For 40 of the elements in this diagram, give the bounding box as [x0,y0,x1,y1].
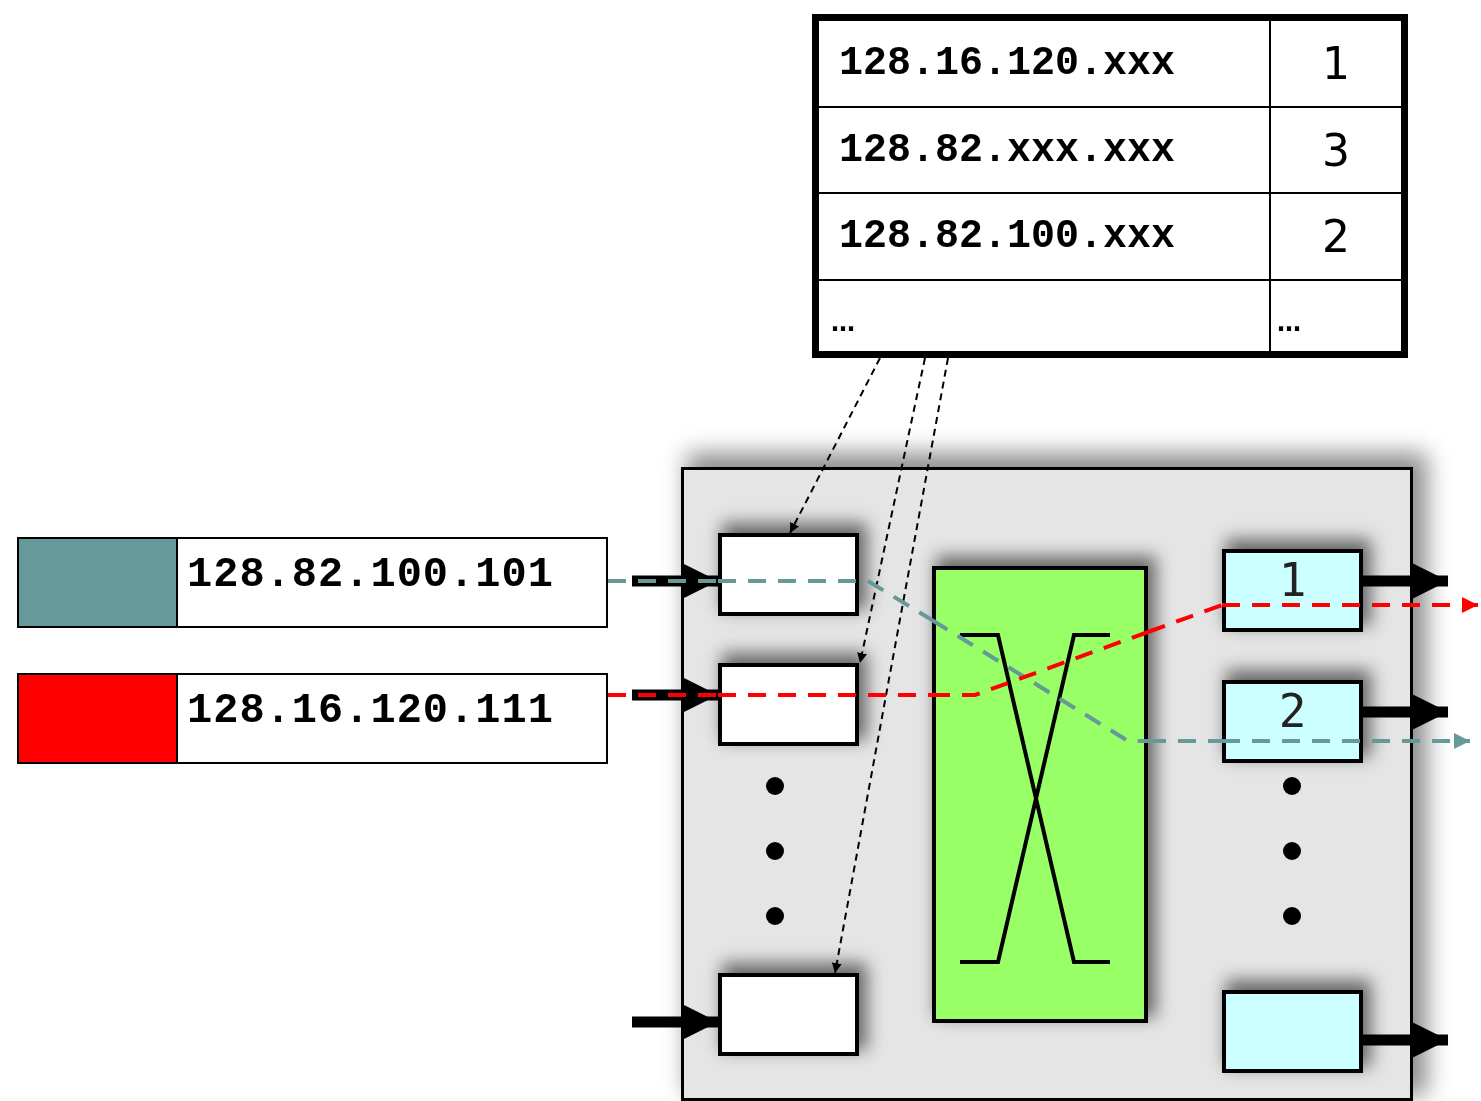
dashed-line [1147,603,1223,634]
switch-fabric [932,566,1148,1023]
arrow [1363,694,1448,730]
table-cell: 3 [1270,106,1402,194]
router-box [681,467,1413,1101]
dashed-line [608,693,718,697]
output-port [1222,990,1363,1073]
input-port [718,973,859,1056]
dashed-arrow [831,357,949,974]
table-cell: 128.82.100.xxx [818,193,1270,280]
table-cell: 2 [1270,193,1402,280]
packet-header [17,673,608,764]
dashed-line [1148,739,1222,743]
table-cell: 128.16.120.xxx [818,20,1270,107]
packet-header [17,537,608,628]
output-port [1222,549,1363,632]
arrow [632,563,718,599]
dashed-line [718,693,932,697]
ip-address: 128.16.120.111 [187,687,554,735]
dashed-arrow [1222,597,1478,613]
ip-address: 128.82.100.101 [187,551,554,599]
input-port [718,533,859,616]
port-number: 2 [1277,686,1308,736]
arrow [632,1004,718,1040]
arrow [1363,563,1448,599]
arrow [1363,1022,1448,1058]
table-cell: … [818,280,1270,352]
dashed-arrow [789,357,881,534]
dashed-line [718,579,934,622]
dashed-arrow [857,357,926,664]
output-port [1222,680,1363,763]
table-cell: … [1270,280,1402,352]
port-number: 1 [1277,555,1308,605]
arrow [632,677,718,713]
dashed-arrow [1222,733,1470,749]
table-cell: 1 [1270,20,1402,107]
forwarding-table [812,14,1408,358]
dashed-line [608,579,718,583]
table-cell: 128.82.xxx.xxx [818,106,1270,194]
input-port [718,663,859,746]
